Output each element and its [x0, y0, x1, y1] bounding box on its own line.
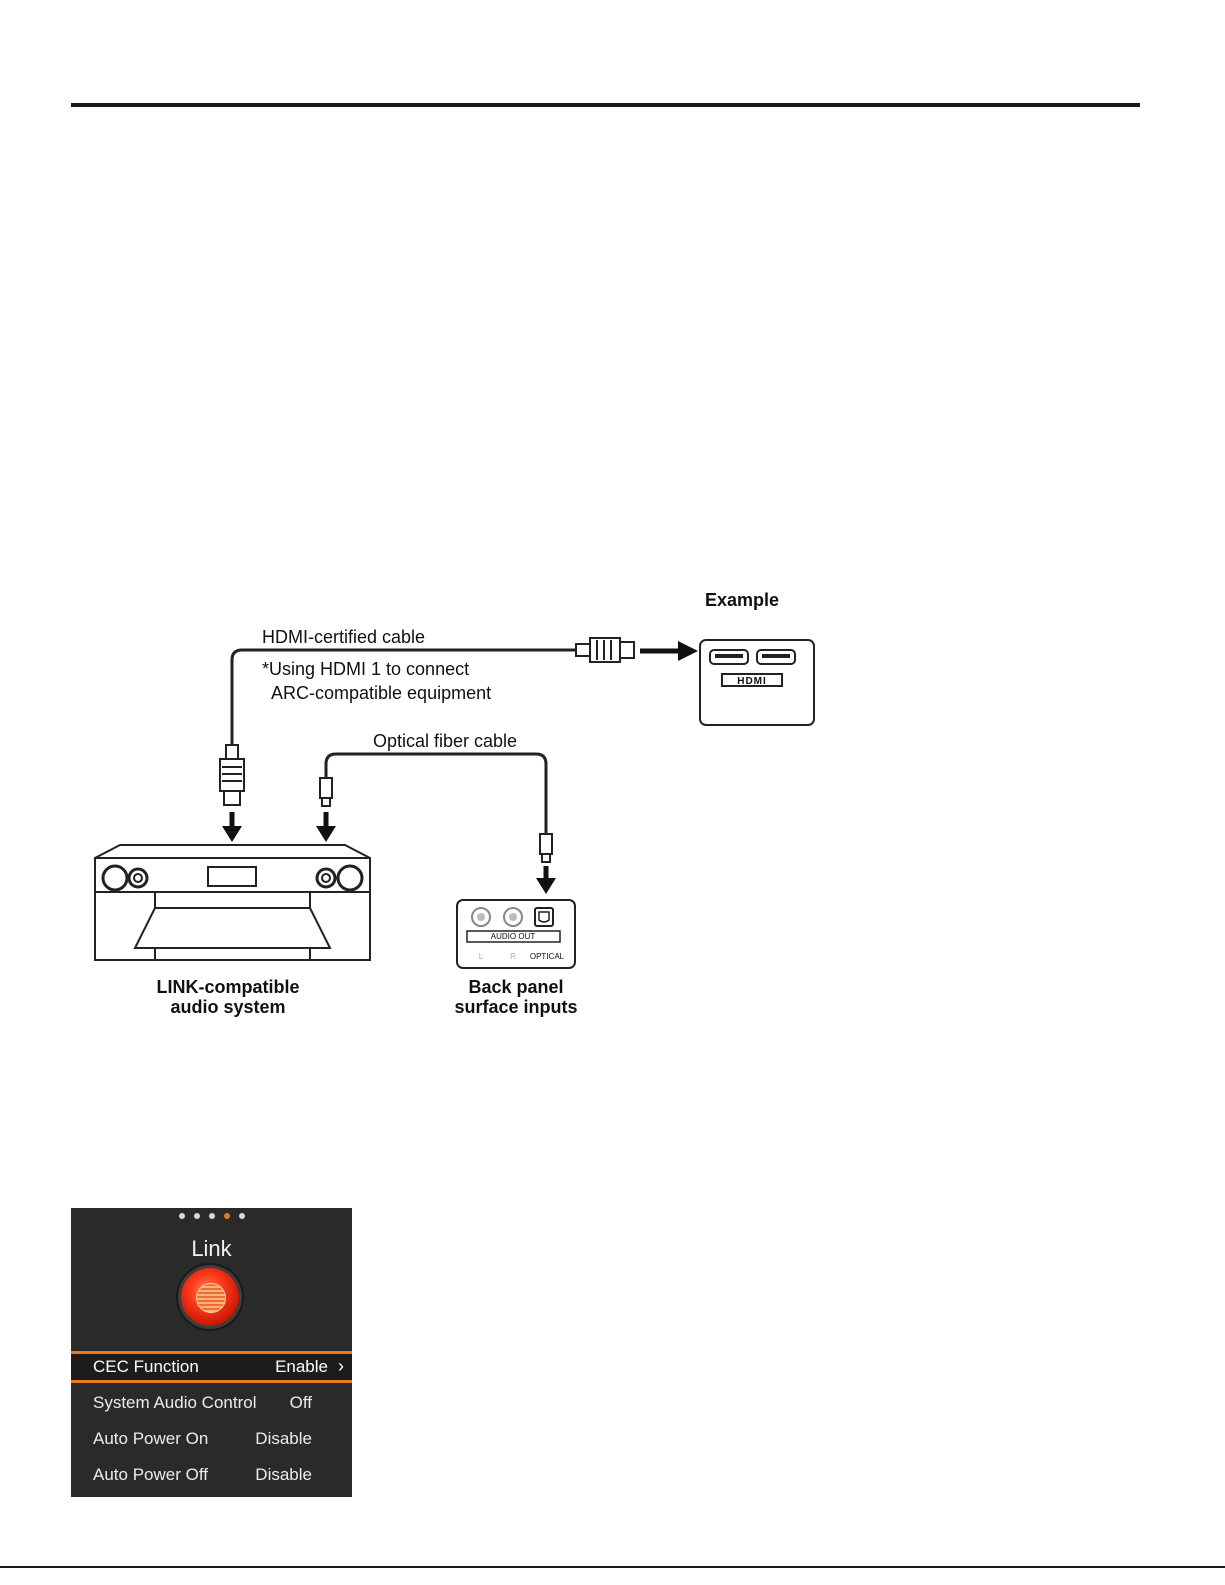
menu-item-auto-power-off[interactable]: Auto Power Off Disable [71, 1459, 352, 1491]
menu-item-value: Disable [255, 1465, 312, 1485]
connection-diagram: Example HDMI-certified cable *Using HDMI… [0, 560, 1225, 1030]
menu-item-system-audio-control[interactable]: System Audio Control Off [71, 1387, 352, 1419]
audio-system-label-line1: LINK-compatible [156, 977, 299, 997]
receiver-optical-arrow-head [316, 826, 336, 842]
optical-cable-label: Optical fiber cable [373, 731, 517, 751]
back-panel-label-line1: Back panel [468, 977, 563, 997]
chevron-right-icon: › [338, 1356, 344, 1377]
link-icon [181, 1268, 239, 1326]
menu-item-auto-power-on[interactable]: Auto Power On Disable [71, 1423, 352, 1455]
menu-item-value: Enable [275, 1357, 328, 1377]
audio-system-label-line2: audio system [170, 997, 285, 1017]
page-dot [179, 1213, 185, 1219]
port-l-label: L [479, 952, 484, 961]
hdmi-port-label: HDMI [737, 676, 767, 687]
menu-item-cec-function[interactable]: CEC Function Enable › [71, 1351, 352, 1383]
audio-out-label: AUDIO OUT [491, 932, 536, 941]
page-dot [239, 1213, 245, 1219]
page-dot-active [224, 1213, 230, 1219]
optical-cable [326, 754, 546, 834]
back-panel-label-line2: surface inputs [454, 997, 577, 1017]
menu-item-value: Disable [255, 1429, 312, 1449]
port-r-label: R [510, 952, 516, 961]
panel-optical-arrow-head [536, 878, 556, 894]
menu-title: Link [71, 1236, 352, 1262]
menu-item-label: System Audio Control [93, 1393, 256, 1413]
hdmi-plug-horizontal-icon [576, 638, 634, 662]
hdmi-note-line1: *Using HDMI 1 to connect [262, 659, 469, 679]
page-dot [194, 1213, 200, 1219]
hdmi-note-line2: ARC-compatible equipment [271, 683, 491, 703]
tv-hdmi-panel: HDMI [700, 640, 814, 725]
bottom-rule [0, 1566, 1225, 1568]
audio-system-icon [95, 845, 370, 960]
menu-item-label: Auto Power Off [93, 1465, 208, 1485]
top-rule [71, 103, 1140, 107]
menu-item-label: Auto Power On [93, 1429, 208, 1449]
link-settings-menu: Link CEC Function Enable › System Audio … [71, 1208, 352, 1497]
page-dot [209, 1213, 215, 1219]
menu-item-label: CEC Function [93, 1357, 199, 1377]
menu-item-value: Off [290, 1393, 312, 1413]
page-indicator [71, 1213, 352, 1219]
example-label: Example [705, 590, 779, 610]
hdmi-plug-vertical-icon [220, 745, 244, 805]
receiver-hdmi-arrow-head [222, 826, 242, 842]
hdmi-arrow-head [678, 641, 698, 661]
hdmi-cable-label: HDMI-certified cable [262, 627, 425, 647]
optical-plug-receiver-icon [320, 778, 332, 806]
port-optical-label: OPTICAL [530, 952, 565, 961]
optical-plug-panel-icon [540, 834, 552, 862]
